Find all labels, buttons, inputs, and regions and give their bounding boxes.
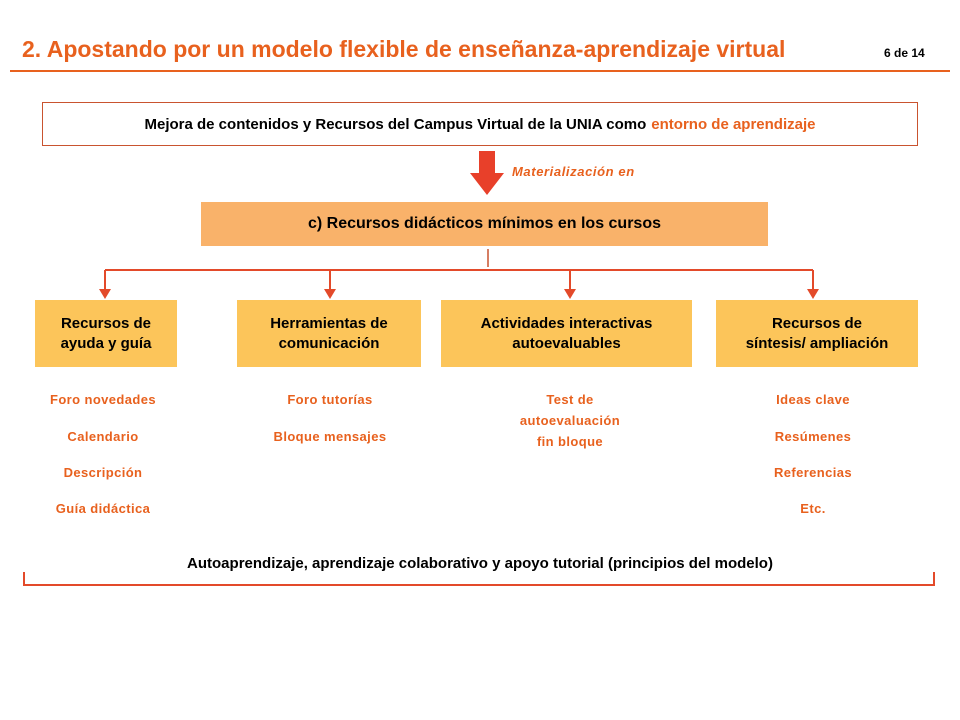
list-item: Bloque mensajes: [273, 429, 387, 444]
list-item: Calendario: [67, 429, 139, 444]
category-line1: Recursos de: [771, 314, 863, 332]
category-help-guide: Recursos de ayuda y guía: [35, 300, 177, 367]
category-line1: Recursos de: [60, 314, 152, 332]
list-item: Foro novedades: [49, 392, 157, 407]
title-rule: [10, 70, 950, 72]
category-line1: Herramientas de: [270, 314, 388, 332]
arrow-label: Materialización en: [512, 164, 635, 179]
top-box: Mejora de contenidos y Recursos del Camp…: [42, 102, 918, 146]
page-number: 6 de 14: [884, 46, 925, 60]
category-synthesis-resources: Recursos de síntesis/ ampliación: [716, 300, 918, 367]
page-title: 2. Apostando por un modelo flexible de e…: [22, 36, 786, 62]
footer-principles: Autoaprendizaje, aprendizaje colaborativ…: [187, 555, 773, 572]
middle-box: c) Recursos didácticos mínimos en los cu…: [201, 202, 768, 246]
top-box-highlight: entorno de aprendizaje: [651, 115, 816, 133]
list-item: Etc.: [800, 501, 826, 516]
list-item: Foro tutorías: [287, 392, 373, 407]
list-item: Ideas clave: [776, 392, 850, 407]
category-line2: comunicación: [278, 334, 380, 352]
list-item: fin bloque: [536, 434, 604, 449]
down-arrow-icon: [470, 151, 504, 195]
category-line1: Actividades interactivas: [480, 314, 653, 332]
category-line2: ayuda y guía: [60, 334, 152, 352]
list-item: Resúmenes: [774, 429, 852, 444]
list-item: autoevaluación: [519, 413, 621, 428]
category-interactive-activities: Actividades interactivas autoevaluables: [441, 300, 692, 367]
category-line2: síntesis/ ampliación: [745, 334, 889, 352]
list-item: Guía didáctica: [55, 501, 151, 516]
list-item: Descripción: [63, 465, 143, 480]
category-line2: autoevaluables: [512, 334, 621, 352]
category-communication-tools: Herramientas de comunicación: [237, 300, 421, 367]
list-item: Referencias: [773, 465, 853, 480]
top-box-text: Mejora de contenidos y Recursos del Camp…: [144, 115, 647, 133]
list-item: Test de: [546, 392, 594, 407]
